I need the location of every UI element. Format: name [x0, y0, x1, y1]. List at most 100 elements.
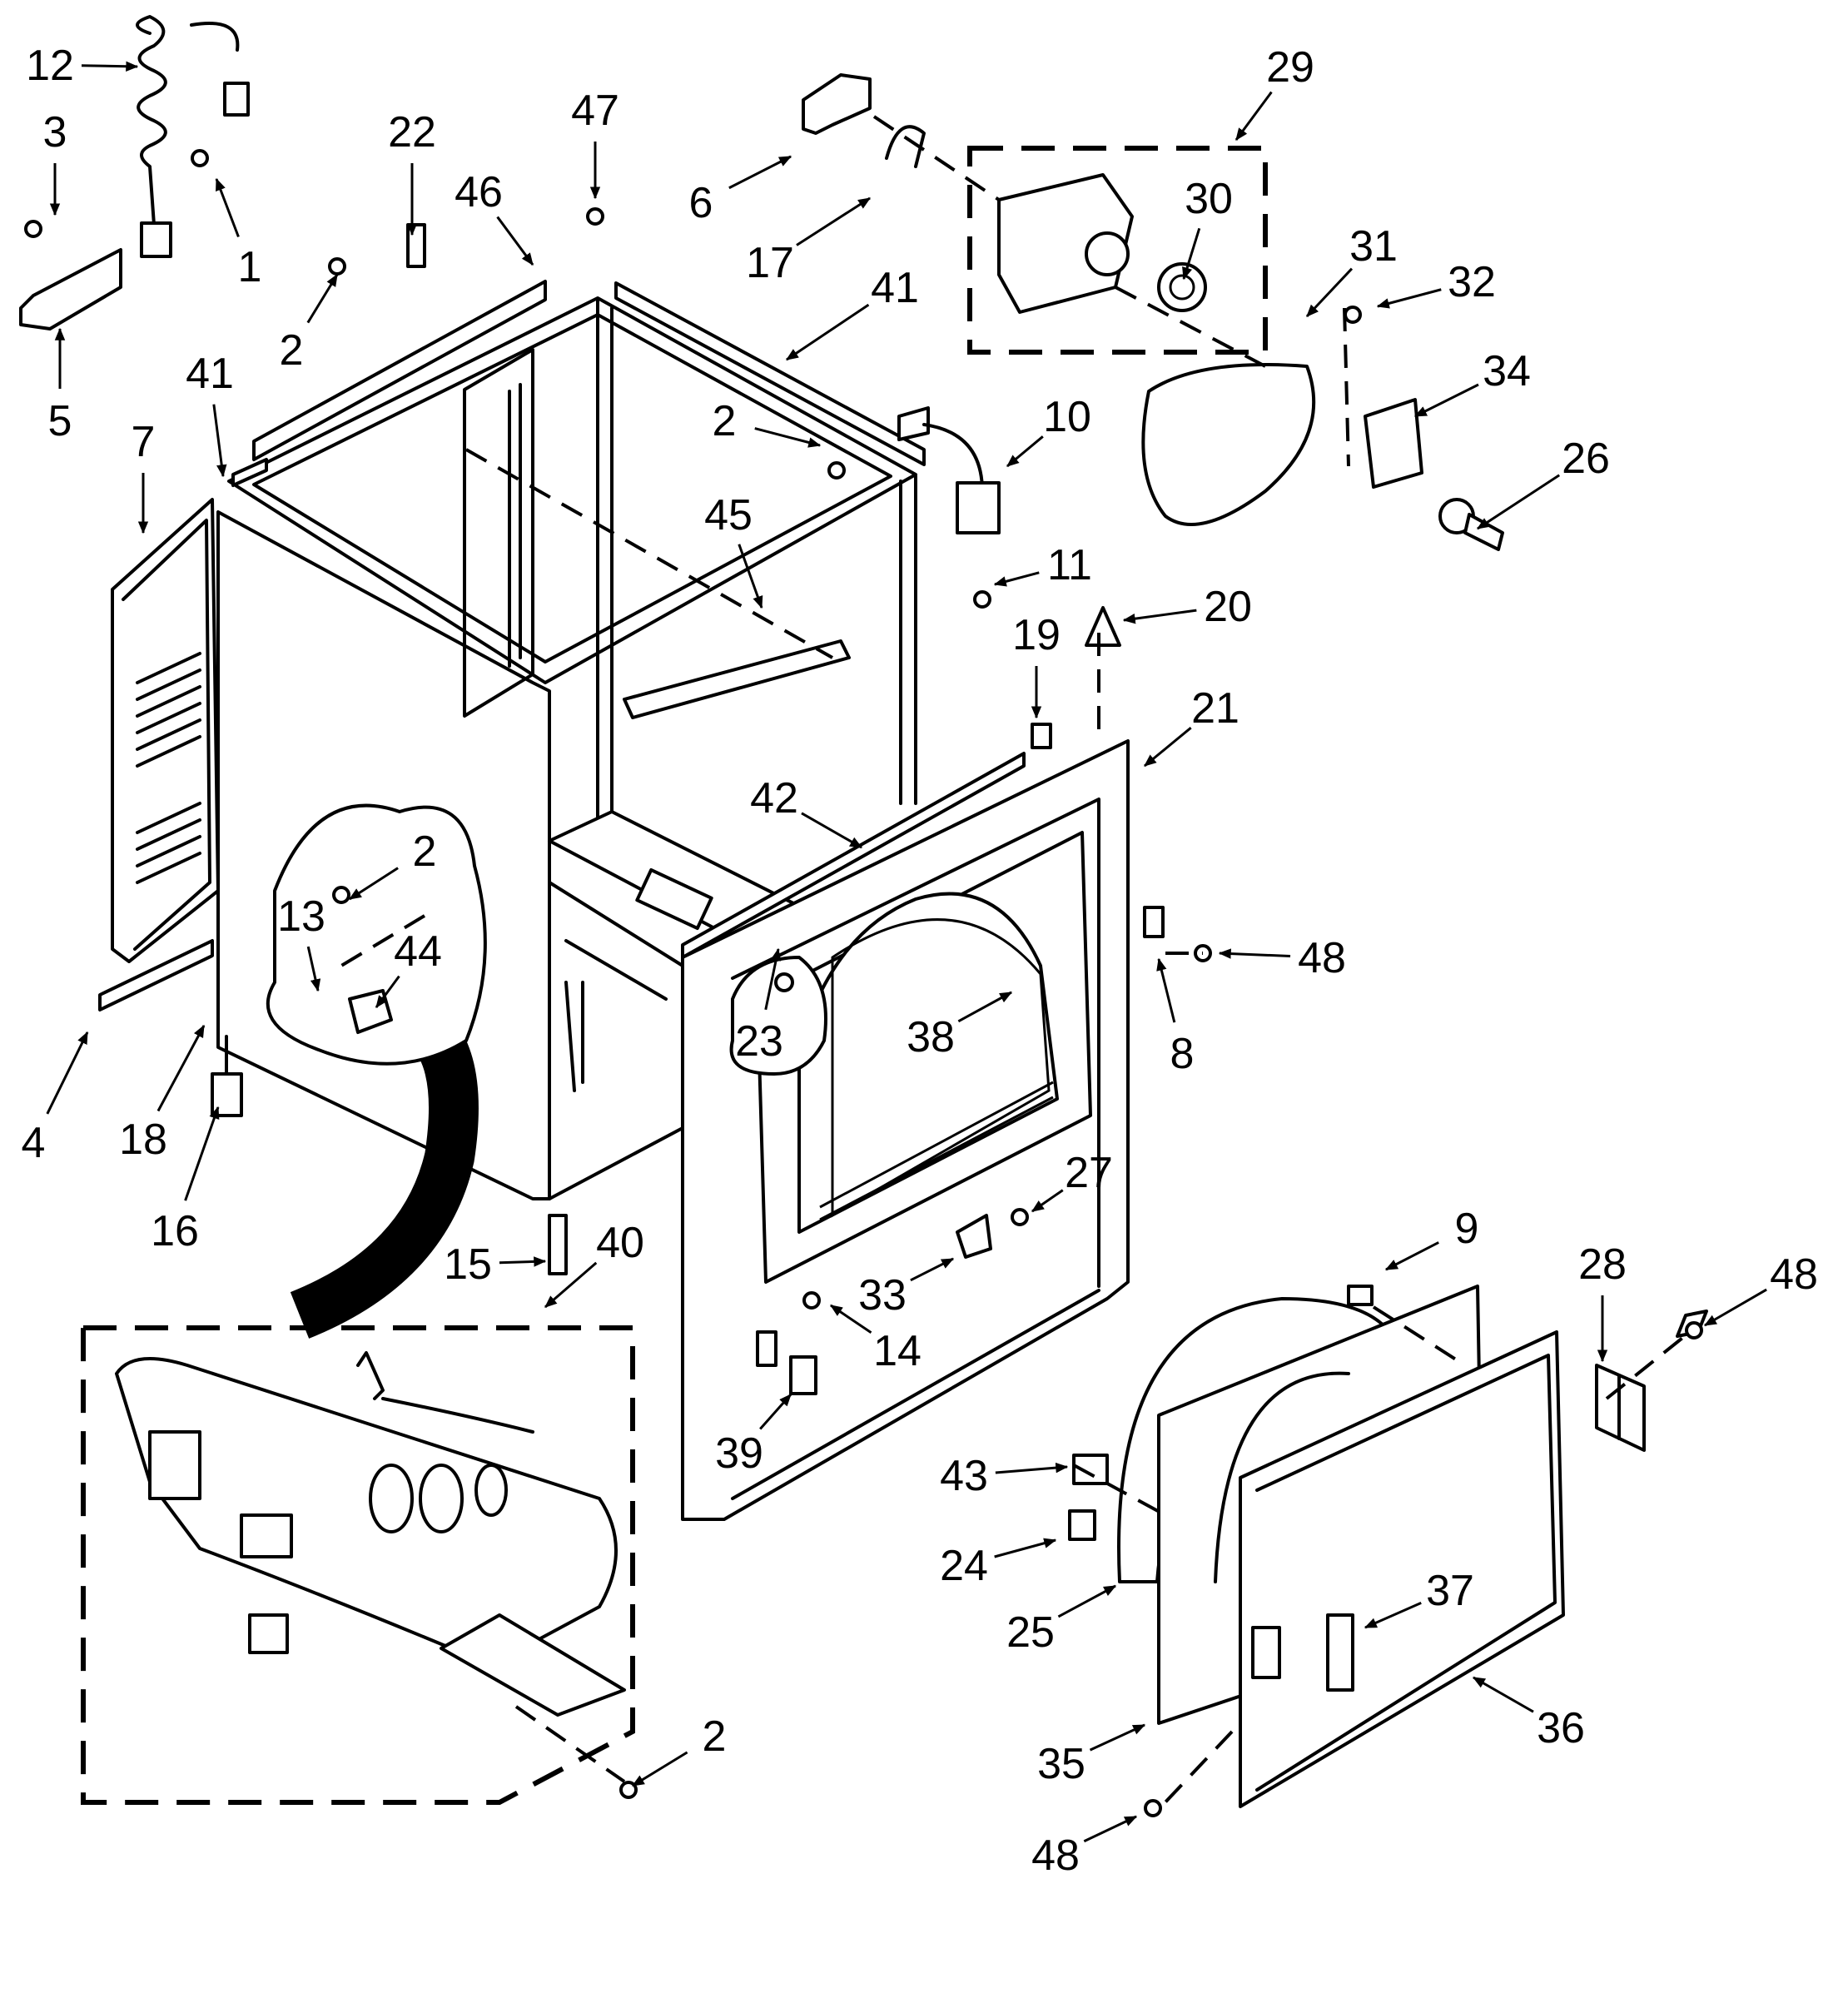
callout-label-c18: 18 — [119, 1116, 167, 1164]
callout-arrow-c45 — [738, 544, 763, 609]
callout-label-c9: 9 — [1455, 1205, 1479, 1253]
callout-arrow-c1 — [215, 177, 240, 238]
callout-arrow-c42 — [801, 812, 863, 849]
callout-label-c48b: 48 — [1770, 1250, 1818, 1299]
callout-arrow-c10 — [1006, 435, 1044, 468]
callout-label-c43: 43 — [940, 1452, 988, 1500]
callout-label-c16: 16 — [151, 1207, 199, 1255]
callout-label-c12: 12 — [26, 42, 74, 90]
callout-label-c48c: 48 — [1031, 1832, 1080, 1880]
callout-arrow-c27 — [1031, 1189, 1064, 1213]
callout-label-c28: 28 — [1578, 1240, 1627, 1289]
callout-label-c44: 44 — [394, 927, 442, 976]
callout-label-c30: 30 — [1185, 175, 1233, 223]
callout-arrow-c37 — [1364, 1601, 1422, 1629]
callout-label-c25: 25 — [1006, 1608, 1055, 1657]
callout-label-c2a: 2 — [280, 326, 304, 375]
callout-arrow-c48b — [1703, 1288, 1767, 1327]
callout-arrow-c43 — [995, 1462, 1069, 1474]
callout-label-c27: 27 — [1065, 1149, 1113, 1197]
callout-label-c45: 45 — [704, 491, 753, 539]
callout-arrow-c40 — [544, 1261, 598, 1309]
callout-arrow-c13 — [306, 946, 321, 992]
callout-label-c47: 47 — [571, 87, 619, 135]
door-assembly — [1117, 1285, 1565, 1808]
callout-arrow-c39 — [759, 1394, 792, 1430]
callout-arrow-c29 — [1234, 91, 1273, 142]
callout-label-c8: 8 — [1170, 1030, 1195, 1078]
callout-arrow-c20 — [1122, 609, 1197, 624]
callout-label-c33: 33 — [858, 1271, 907, 1320]
callout-arrow-c48a — [1218, 948, 1291, 959]
callout-arrow-c16 — [184, 1106, 220, 1201]
callout-label-c41b: 41 — [871, 264, 919, 312]
front-panel — [681, 739, 1130, 1521]
callout-label-c11: 11 — [1047, 541, 1092, 589]
callout-arrow-c24 — [994, 1538, 1057, 1558]
idler-parts — [1343, 307, 1504, 551]
rear-panel — [111, 498, 220, 963]
callout-label-c35: 35 — [1037, 1740, 1085, 1788]
callout-label-c14: 14 — [873, 1327, 922, 1375]
callout-arrow-c38 — [957, 991, 1013, 1023]
motor-assembly — [967, 146, 1268, 355]
callout-arrow-c35 — [1089, 1723, 1146, 1752]
callout-label-c2c: 2 — [413, 828, 437, 876]
screws — [24, 149, 1703, 1817]
callout-label-c32: 32 — [1448, 258, 1496, 306]
callout-arrow-c32 — [1376, 288, 1442, 309]
callout-label-c2d: 2 — [703, 1712, 727, 1761]
callout-label-c4: 4 — [22, 1119, 46, 1167]
callout-arrow-c23 — [764, 947, 782, 1011]
callout-arrow-c46 — [496, 216, 534, 266]
callout-label-c17: 17 — [746, 239, 794, 287]
callout-label-c42: 42 — [750, 774, 798, 823]
callout-arrow-c6 — [728, 155, 792, 190]
callout-arrow-c26 — [1476, 474, 1561, 530]
callout-arrow-c21 — [1144, 726, 1192, 768]
callout-label-c36: 36 — [1537, 1704, 1585, 1752]
seal-strips — [98, 280, 1026, 1011]
callout-arrow-c25 — [1057, 1584, 1117, 1618]
clips — [406, 223, 1374, 1541]
callout-label-c48a: 48 — [1298, 934, 1346, 982]
power-cord — [136, 15, 250, 258]
wiring-harness — [897, 406, 1001, 534]
callout-arrow-c14 — [829, 1304, 872, 1334]
callout-label-c29: 29 — [1266, 43, 1314, 92]
motor-brackets — [802, 73, 926, 168]
center-rail — [623, 639, 851, 719]
callout-arrow-c34 — [1413, 383, 1479, 418]
callout-label-c1: 1 — [238, 243, 262, 291]
callout-arrow-c2a — [306, 273, 339, 324]
callout-label-c34: 34 — [1483, 347, 1531, 395]
callout-label-c5: 5 — [48, 397, 72, 445]
callout-arrow-c9 — [1384, 1241, 1439, 1271]
callout-label-c31: 31 — [1349, 222, 1398, 271]
callout-label-c15: 15 — [444, 1240, 492, 1289]
callout-label-c6: 6 — [689, 179, 713, 227]
callout-arrow-c15 — [499, 1256, 547, 1267]
callout-arrow-c30 — [1182, 227, 1201, 281]
callout-label-c23: 23 — [735, 1017, 783, 1066]
assembly-guides — [340, 115, 1692, 1808]
callout-label-c24: 24 — [940, 1542, 988, 1590]
callout-arrow-c33 — [910, 1257, 955, 1282]
callout-label-c46: 46 — [455, 168, 503, 216]
callout-arrow-c12 — [81, 61, 139, 72]
callout-label-c22: 22 — [388, 108, 436, 157]
callout-arrow-c4 — [46, 1031, 89, 1115]
burner-assembly — [81, 1325, 635, 1805]
callout-arrow-c36 — [1472, 1676, 1534, 1713]
callout-arrow-c11 — [993, 571, 1040, 587]
callout-arrow-c2c — [348, 867, 399, 901]
callout-label-c26: 26 — [1562, 435, 1610, 483]
callout-label-c10: 10 — [1043, 393, 1091, 441]
cutaway-views — [266, 803, 827, 1076]
callout-arrow-c41b — [785, 303, 870, 361]
terminal-cover — [19, 248, 122, 331]
callout-label-c39: 39 — [715, 1429, 763, 1478]
callout-arrow-c31 — [1305, 267, 1354, 318]
callout-arrow-c44 — [375, 975, 400, 1009]
